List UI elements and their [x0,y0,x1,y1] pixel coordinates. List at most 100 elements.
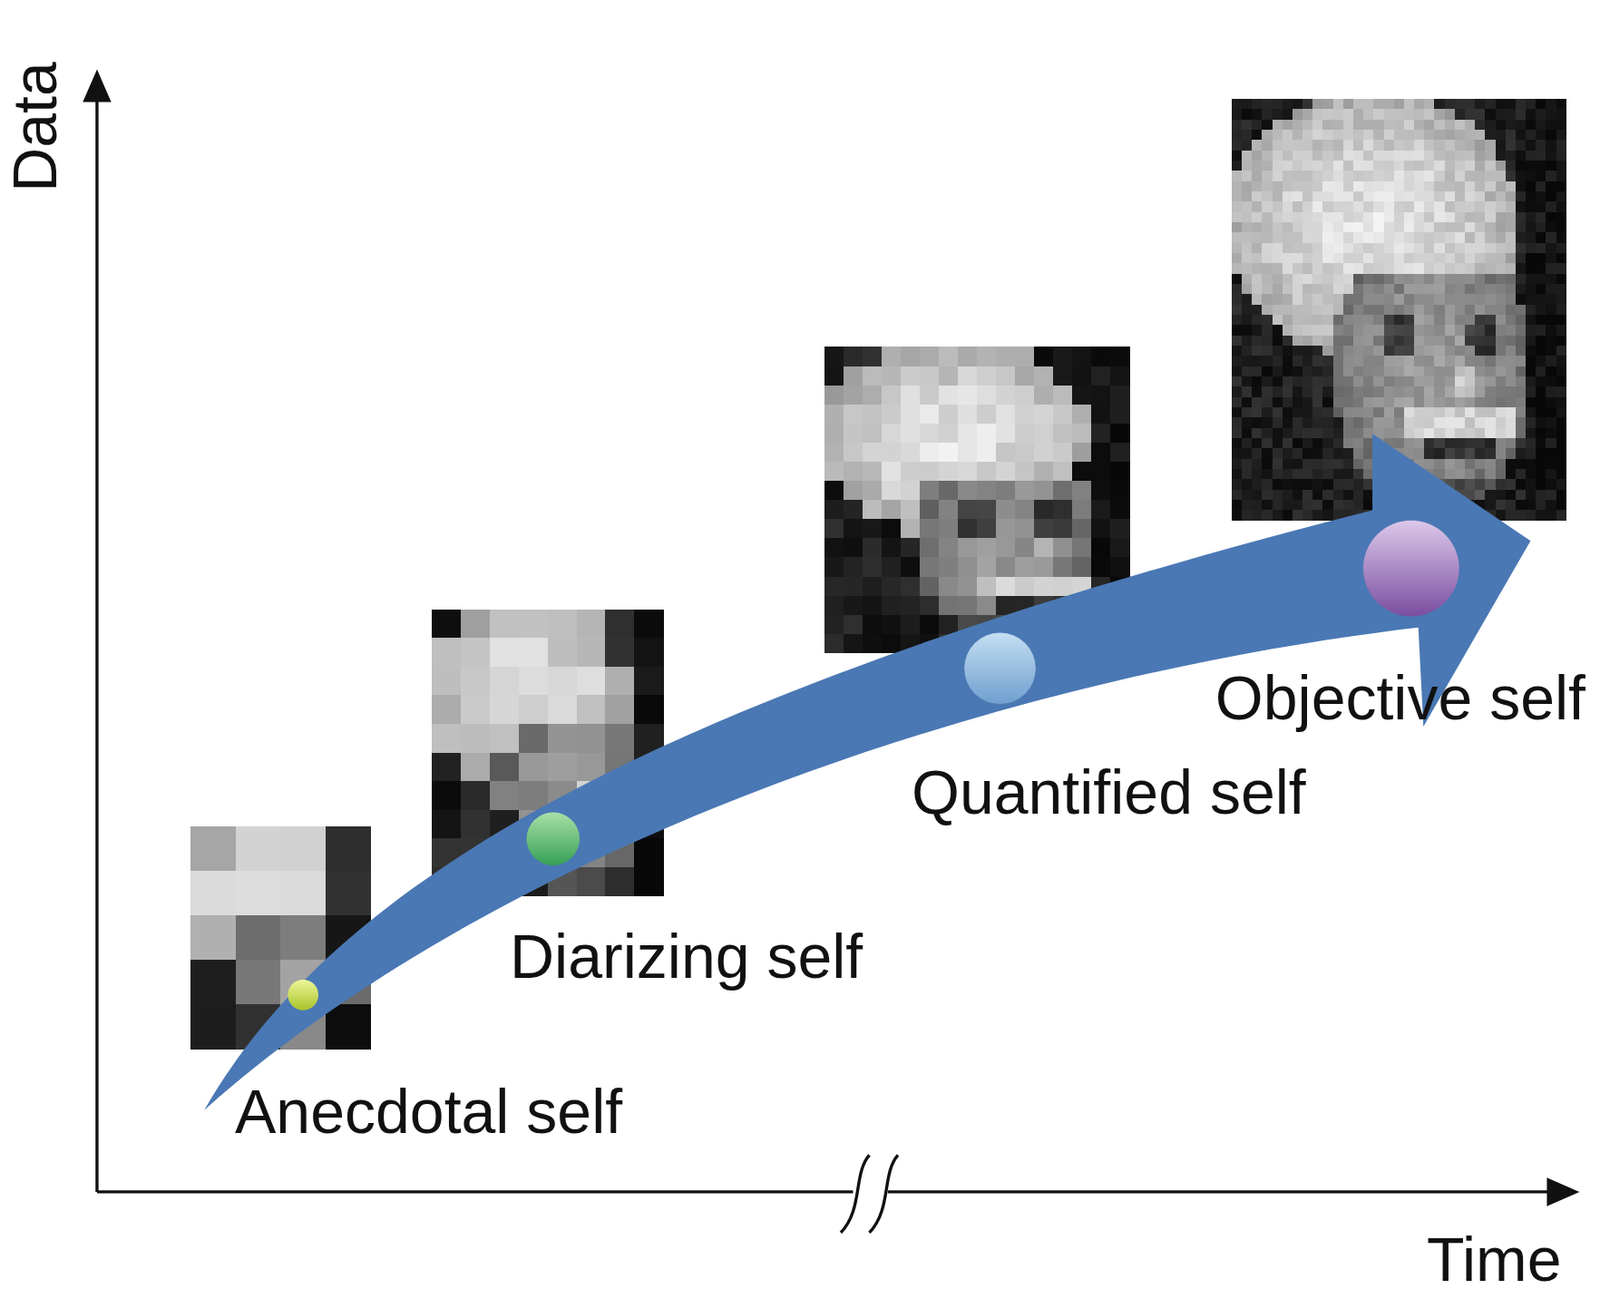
pixel [1231,139,1243,151]
pixel [1302,324,1314,336]
pixel [957,556,977,577]
pixel [1484,428,1496,440]
pixel [1545,201,1557,213]
pixel [1454,243,1466,254]
pixel [1014,385,1035,406]
pixel [1241,509,1253,521]
pixel [1110,518,1130,539]
pixel [1384,283,1396,295]
pixel [1404,335,1415,347]
pixel [1353,201,1365,213]
pixel [1261,468,1273,480]
pixel [1292,170,1304,182]
pixel [190,959,236,1005]
pixel [1424,263,1435,274]
pixel [1545,181,1557,193]
pixel [1363,335,1375,347]
pixel [1454,366,1466,378]
pixel [1282,222,1294,234]
pixel [1312,417,1324,429]
pixel [1484,253,1496,264]
pixel [1353,448,1365,459]
pixel [1394,243,1405,254]
pixel [1343,355,1355,367]
pixel [881,366,901,387]
pixel [1333,324,1345,336]
pixel [1353,397,1365,409]
pixel [1272,170,1284,182]
pixel [1495,386,1507,398]
pixel [1556,150,1568,162]
pixel [1434,283,1445,295]
pixel [1302,489,1314,501]
pixel [1515,170,1527,182]
pixel [1464,458,1476,470]
pixel [1251,376,1263,388]
pixel [1110,385,1130,406]
pixel [1091,442,1111,463]
pixel [1444,98,1456,110]
pixel [1454,263,1466,274]
pixel [1072,518,1092,539]
pixel [1424,201,1435,213]
pixel [1312,243,1324,254]
pixel [1556,366,1568,378]
pixel [1414,273,1425,285]
pixel [1535,448,1547,459]
pixel [1312,428,1324,440]
pixel [900,576,920,597]
pixel [1312,283,1324,295]
pixel [1545,376,1557,388]
pixel [1394,181,1405,193]
pixel [235,826,282,871]
pixel [1525,376,1537,388]
pixel [1353,478,1365,490]
pixel [1505,212,1517,224]
pixel [1034,537,1054,558]
pixel [1515,108,1527,120]
pixel [1454,222,1466,234]
pixel [1545,283,1557,295]
pixel [1434,304,1445,316]
pixel [1034,404,1054,425]
pixel [1014,518,1035,539]
pixel [1484,407,1496,419]
pixel [1282,201,1294,213]
pixel [1353,366,1365,378]
pixel [843,442,863,463]
pixel [1302,283,1314,295]
pixel [1363,170,1375,182]
pixel [1505,428,1517,440]
pixel [1545,468,1557,480]
pixel [1251,181,1263,193]
pixel [900,346,920,367]
pixel [1343,417,1355,429]
pixel [938,576,958,597]
pixel [1384,212,1396,224]
pixel [1394,283,1405,295]
pixel [1322,458,1334,470]
pixel [1282,376,1294,388]
pixel [1535,150,1547,162]
pixel [1272,273,1284,285]
pixel [1464,181,1476,193]
pixel [843,614,863,635]
pixel [1343,324,1355,336]
pixel [1363,366,1375,378]
pixel [1231,397,1243,409]
pixel [1343,499,1355,511]
pixel [1292,263,1304,274]
pixel [1053,404,1073,425]
pixel [1292,345,1304,357]
pixel [1322,345,1334,357]
pixel [1333,293,1345,305]
pixel [1454,232,1466,244]
pixel [843,366,863,387]
pixel [1302,139,1314,151]
pixel [1363,428,1375,440]
pixel [957,537,977,558]
pixel [1272,428,1284,440]
pixel [1404,407,1415,419]
pixel [604,723,635,753]
pixel [1353,407,1365,419]
